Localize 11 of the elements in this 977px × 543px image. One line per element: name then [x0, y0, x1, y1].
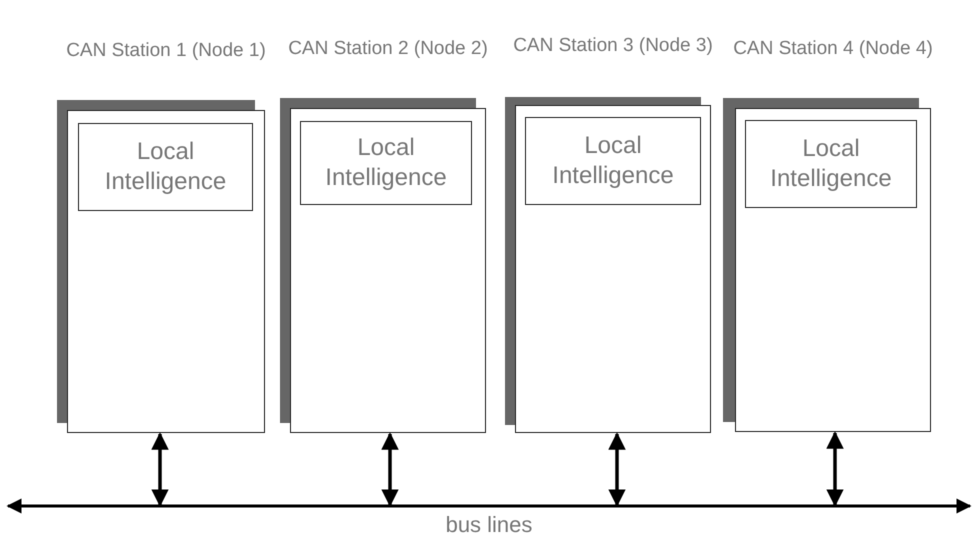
bus-label: bus lines: [444, 512, 534, 538]
station-heading: CAN Station 1 (Node 1): [65, 39, 267, 63]
double-arrow: [151, 432, 169, 507]
double-arrow: [826, 431, 844, 507]
module-box: Local Intelligence: [300, 121, 472, 205]
module-box: Local Intelligence: [525, 117, 701, 205]
double-arrow: [608, 432, 626, 507]
station-heading: CAN Station 3 (Node 3): [512, 34, 714, 58]
double-arrow: [381, 432, 399, 507]
module-box: Local Intelligence: [78, 123, 253, 211]
module-box: Local Intelligence: [745, 120, 917, 208]
